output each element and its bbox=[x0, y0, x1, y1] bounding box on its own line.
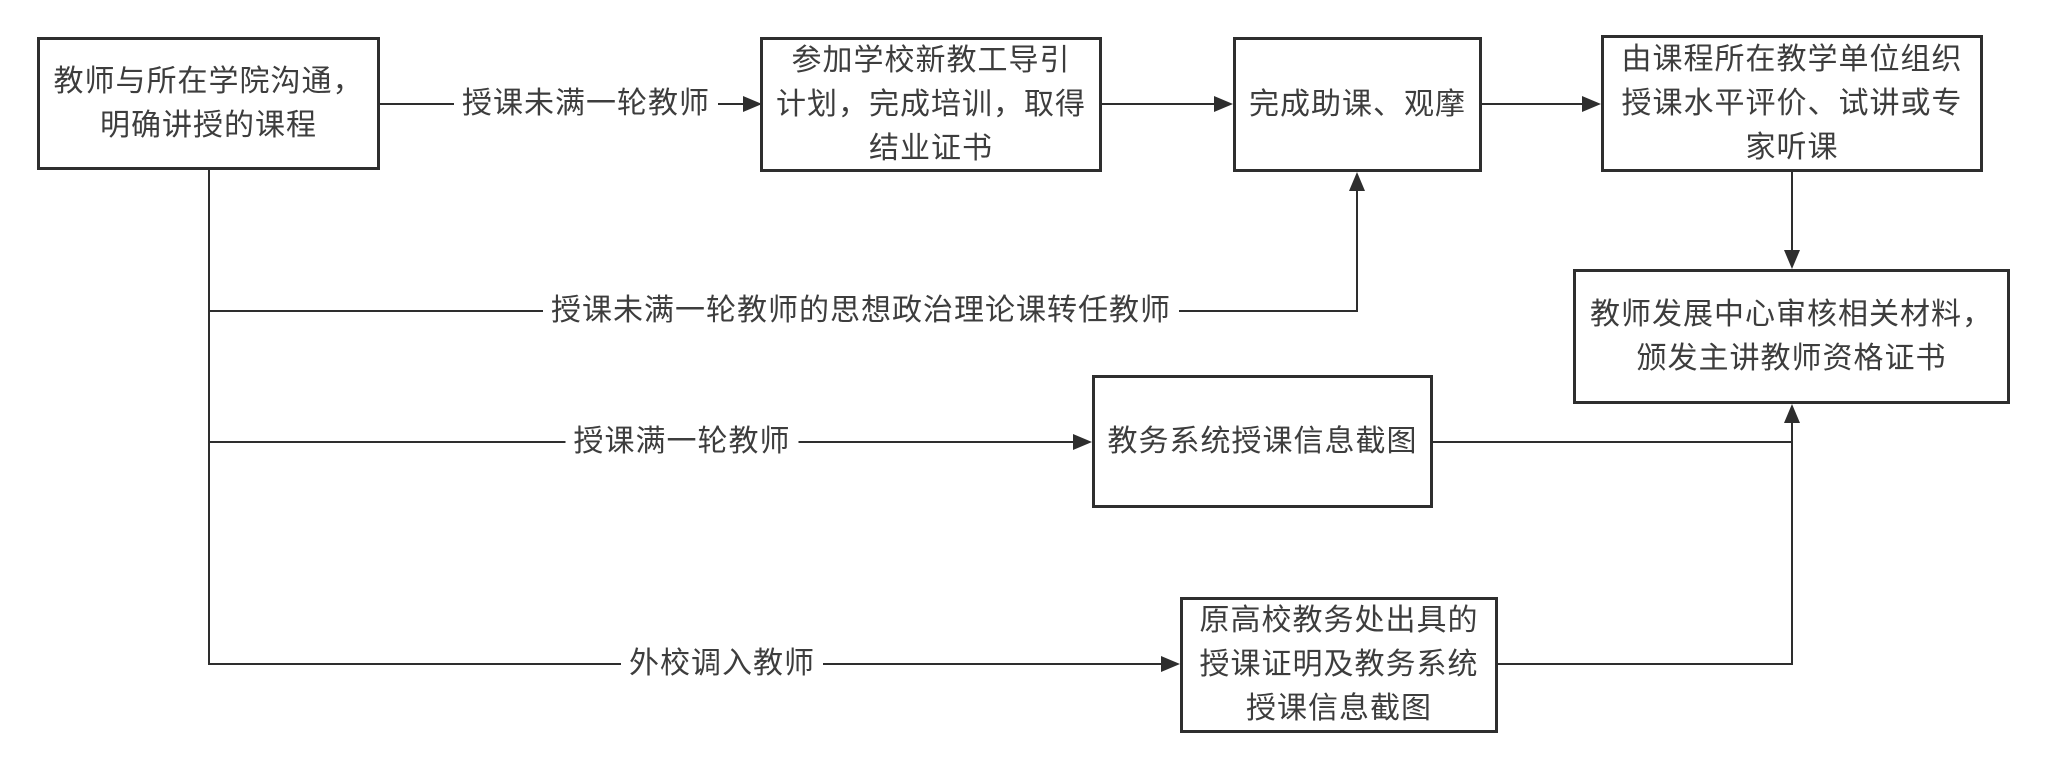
arrowhead-into-certify-top-icon bbox=[1784, 250, 1800, 269]
node-teaching-level-evaluation: 由课程所在教学单位组织 授课水平评价、试讲或专 家听课 bbox=[1601, 35, 1983, 172]
arrowhead-into-proof-icon bbox=[1161, 656, 1180, 672]
arrowhead-into-evaluate-icon bbox=[1582, 96, 1601, 112]
connector-evaluate-to-certify-line bbox=[1791, 172, 1793, 252]
connector-proof-to-certify-line bbox=[1498, 663, 1793, 665]
node-new-faculty-orientation: 参加学校新教工导引 计划，完成培训，取得 结业证书 bbox=[760, 37, 1102, 172]
edge-label-political-transfer: 授课未满一轮教师的思想政治理论课转任教师 bbox=[543, 291, 1179, 331]
node-assist-and-observe: 完成助课、观摩 bbox=[1233, 37, 1482, 172]
connector-orientation-to-assist-line bbox=[1102, 103, 1215, 105]
node-issue-qualification-certificate: 教师发展中心审核相关材料， 颁发主讲教师资格证书 bbox=[1573, 269, 2010, 404]
connector-assist-to-evaluate-line bbox=[1482, 103, 1583, 105]
arrowhead-into-screenshot-icon bbox=[1073, 434, 1092, 450]
connector-screenshot-to-certify-line bbox=[1433, 441, 1793, 443]
connector-certify-riser-line bbox=[1791, 422, 1793, 665]
arrowhead-into-orientation-icon bbox=[743, 96, 762, 112]
node-former-university-teaching-proof: 原高校教务处出具的 授课证明及教务系统 授课信息截图 bbox=[1180, 597, 1498, 733]
arrowhead-into-assist-icon bbox=[1214, 96, 1233, 112]
arrowhead-into-certify-bottom-icon bbox=[1784, 404, 1800, 423]
edge-label-external-transfer: 外校调入教师 bbox=[621, 644, 823, 684]
edge-label-under-one-round: 授课未满一轮教师 bbox=[454, 84, 718, 124]
edge-label-full-round: 授课满一轮教师 bbox=[565, 422, 799, 462]
node-communicate-with-college: 教师与所在学院沟通， 明确讲授的课程 bbox=[37, 37, 380, 170]
node-system-teaching-screenshot: 教务系统授课信息截图 bbox=[1092, 375, 1433, 508]
branch-political-transfer-riser-line bbox=[1356, 190, 1358, 311]
branch-trunk-line bbox=[208, 170, 210, 665]
arrowhead-into-assist-bottom-icon bbox=[1349, 172, 1365, 191]
